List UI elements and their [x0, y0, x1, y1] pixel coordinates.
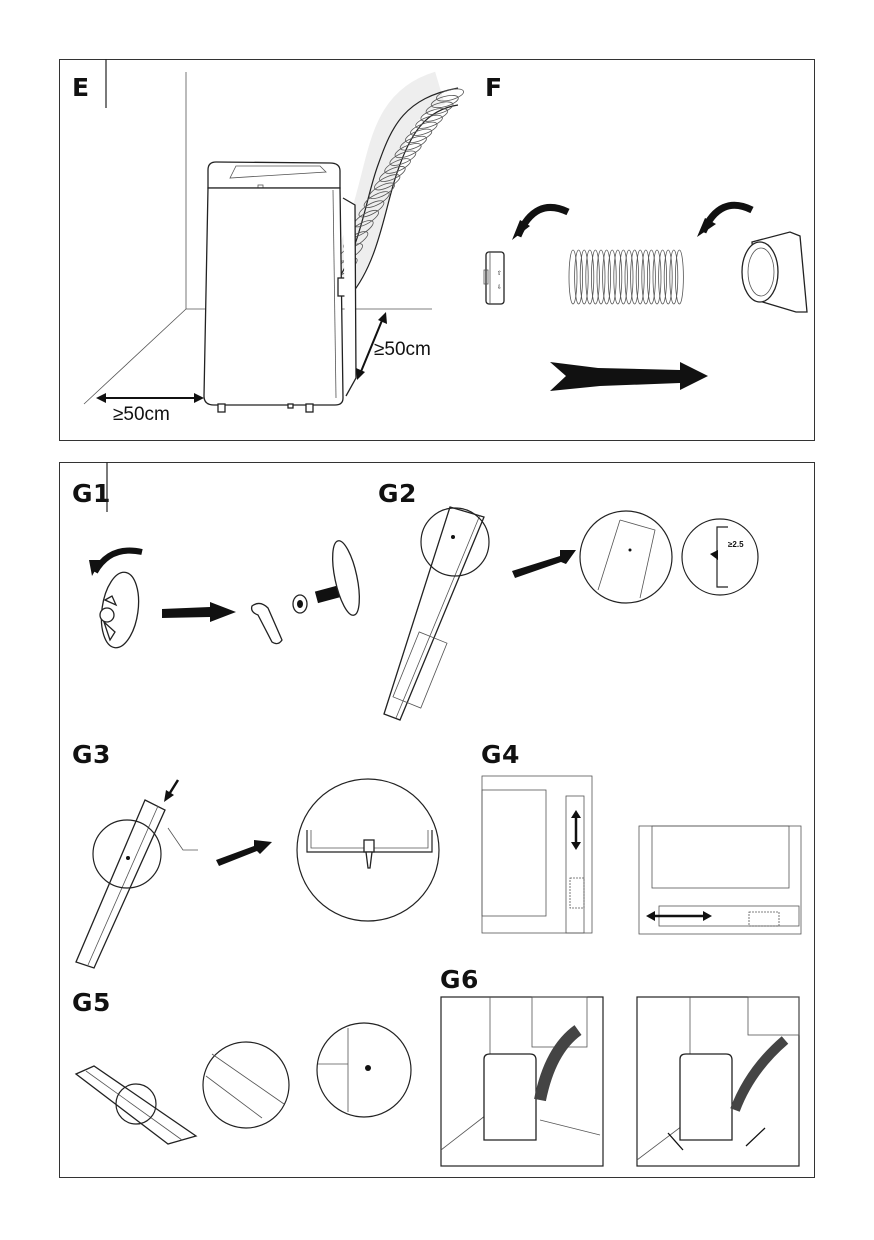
direction-arrow-icon	[162, 602, 236, 622]
g2-window-slider	[383, 506, 759, 721]
figure-label-f: F	[485, 73, 503, 102]
svg-text:⇩: ⇩	[497, 284, 502, 291]
hose-rib	[663, 249, 673, 305]
hose-rib	[652, 249, 662, 305]
direction-arrow-icon	[550, 362, 708, 391]
hose-rib	[619, 249, 628, 305]
hose-rib	[675, 249, 684, 305]
hose-rib	[613, 249, 623, 305]
figure-label-g1: G1	[72, 479, 111, 508]
clearance-arrow-back	[356, 312, 387, 380]
figure-label-e: E	[72, 73, 90, 102]
g1-wing-nut-assembly	[89, 540, 360, 649]
direction-arrow-icon	[512, 550, 576, 578]
hose-rib	[436, 88, 464, 102]
g6-installed-examples	[440, 996, 800, 1167]
g3-slider-assembly	[75, 778, 440, 969]
lock-screw-icon	[365, 1065, 371, 1071]
clearance-back-label: ≥50cm	[374, 339, 431, 360]
figure-label-g5: G5	[72, 988, 111, 1017]
window-adapter	[741, 231, 808, 313]
hose-rib	[363, 191, 390, 208]
hose-rib	[647, 249, 656, 305]
hose-rib	[568, 249, 578, 305]
hose-rib	[607, 249, 617, 305]
g4-window-installation	[481, 775, 802, 935]
hose-end-cap: ⇧ ⇩	[483, 251, 505, 305]
hose-rib	[624, 249, 634, 305]
hose-rib	[591, 249, 600, 305]
hose-rib	[635, 249, 645, 305]
hose-rib	[430, 94, 459, 109]
hose-rib	[579, 249, 589, 305]
svg-text:⇧: ⇧	[497, 270, 502, 277]
figure-label-g4: G4	[481, 740, 520, 769]
hose-rib	[585, 249, 595, 305]
hose-rib	[368, 182, 395, 199]
hose-rib	[574, 249, 583, 305]
hose-rib	[641, 249, 651, 305]
figure-label-g2: G2	[378, 479, 417, 508]
rotate-arrow-icon	[92, 547, 143, 574]
g5-slider-lock	[74, 1022, 412, 1145]
hose-rib	[602, 249, 611, 305]
clearance-side-label: ≥50cm	[113, 404, 170, 425]
hose-rib	[658, 249, 667, 305]
hose-rib	[596, 249, 606, 305]
exhaust-hose-compressed	[568, 249, 684, 305]
g2-dimension-label: ≥2.5	[728, 540, 744, 549]
hose-rib	[630, 249, 639, 305]
floor-side-line	[83, 308, 187, 405]
bolt	[314, 584, 344, 604]
direction-arrow-icon	[216, 840, 272, 866]
clearance-arrow-side	[96, 393, 204, 403]
wing-nut	[250, 602, 283, 645]
hose-rib	[669, 249, 679, 305]
figure-label-g3: G3	[72, 740, 111, 769]
figure-label-g6: G6	[440, 965, 479, 994]
hose-rib	[358, 200, 385, 218]
air-conditioner-unit	[203, 161, 357, 413]
